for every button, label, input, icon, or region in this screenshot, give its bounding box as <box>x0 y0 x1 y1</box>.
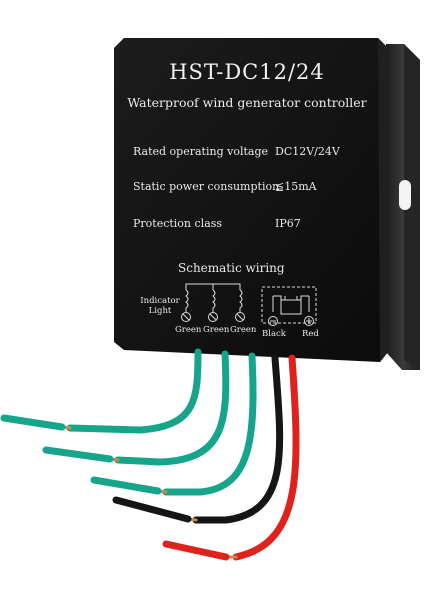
spec-label-protection: Protection class <box>133 217 223 230</box>
terminal-label-green-1: Green <box>175 325 202 335</box>
wiring-title: Schematic wiring <box>178 261 285 275</box>
product-subtitle: Waterproof wind generator controller <box>127 95 367 110</box>
green-wire-1 <box>66 348 202 434</box>
indicator-label-line2: Light <box>148 306 172 316</box>
black-wire <box>192 354 284 524</box>
spec-label-voltage: Rated operating voltage <box>133 145 268 158</box>
terminal-label-red: Red <box>302 329 319 339</box>
indicator-label-line1: Indicator <box>140 296 180 306</box>
green-wire-3 <box>162 352 257 496</box>
terminal-label-green-2: Green <box>203 325 230 335</box>
wiring-schematic <box>181 283 317 326</box>
spec-value-power: ≦15mA <box>275 180 317 193</box>
terminal-label-black: Black <box>262 329 286 339</box>
battery-circuit <box>261 286 317 326</box>
mounting-slot <box>399 180 411 210</box>
mounting-bracket <box>386 44 420 370</box>
terminal-label-green-3: Green <box>230 325 257 335</box>
controller-housing <box>114 38 388 362</box>
indicator-circuit <box>181 283 245 322</box>
cables <box>0 348 300 561</box>
spec-value-voltage: DC12V/24V <box>275 145 340 158</box>
spec-label-power: Static power consumption <box>133 180 280 193</box>
model-name: HST-DC12/24 <box>169 60 325 84</box>
spec-value-protection: IP67 <box>275 217 301 230</box>
red-wire <box>232 354 300 561</box>
green-wire-2 <box>114 350 230 466</box>
